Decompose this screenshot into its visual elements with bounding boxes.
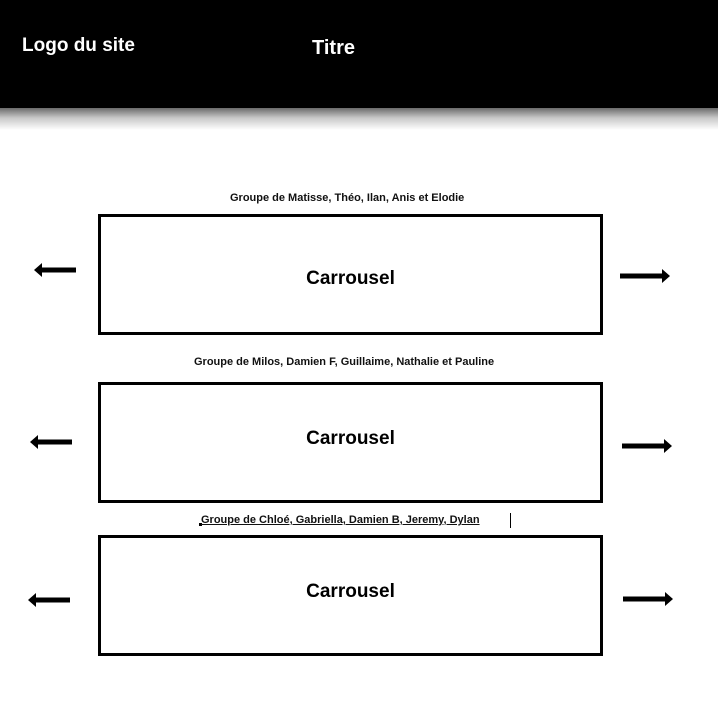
arrow-right-icon[interactable] <box>620 266 670 286</box>
carousel-label: Carrousel <box>306 268 395 289</box>
text-caret <box>510 513 511 528</box>
group-label-2: Groupe de Milos, Damien F, Guillaime, Na… <box>194 356 495 368</box>
carousel-label: Carrousel <box>306 428 395 449</box>
carousel-3[interactable]: Carrousel <box>98 535 603 656</box>
carousel-1[interactable]: Carrousel <box>98 214 603 335</box>
group-label-3[interactable]: Groupe de Chloé, Gabriella, Damien B, Je… <box>201 514 480 526</box>
arrow-right-icon[interactable] <box>622 436 672 456</box>
text-cursor-handle <box>199 523 202 526</box>
arrow-left-icon[interactable] <box>28 590 70 610</box>
arrow-right-icon[interactable] <box>623 589 673 609</box>
page-title: Titre <box>312 37 355 59</box>
carousel-2[interactable]: Carrousel <box>98 382 603 503</box>
carousel-label: Carrousel <box>306 581 395 602</box>
group-label-1: Groupe de Matisse, Théo, Ilan, Anis et E… <box>230 192 465 204</box>
site-header: Logo du site Titre <box>0 0 718 108</box>
header-shadow <box>0 108 718 130</box>
arrow-left-icon[interactable] <box>34 260 76 280</box>
arrow-left-icon[interactable] <box>30 432 72 452</box>
site-logo[interactable]: Logo du site <box>22 35 135 56</box>
